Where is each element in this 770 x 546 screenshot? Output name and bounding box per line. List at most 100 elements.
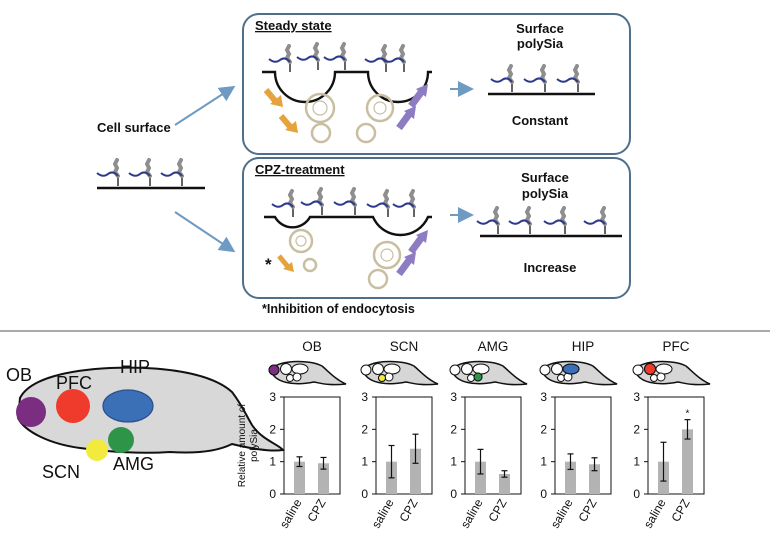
- y-tick-label: 0: [361, 487, 368, 501]
- cell-surface-group: Cell surface: [95, 85, 236, 253]
- bar-cpz: [410, 448, 421, 494]
- cpz-result-line2: polySia: [522, 186, 569, 201]
- plot-frame: [554, 396, 612, 495]
- cell-surface-label: Cell surface: [97, 120, 171, 135]
- glycan-icon: [127, 158, 152, 188]
- chart-title: PFC: [663, 339, 690, 354]
- cpz-treatment-box: [242, 157, 631, 299]
- x-tick-label: CPZ: [396, 497, 420, 525]
- mini-brain-icon: [268, 360, 347, 386]
- steady-result-line1: Surface: [516, 21, 564, 36]
- pfc-label: PFC: [56, 373, 92, 393]
- chart-title: OB: [302, 339, 322, 354]
- plot-frame: [375, 396, 433, 495]
- y-tick-label: 2: [361, 422, 368, 436]
- bar-cpz: [499, 473, 510, 494]
- ob-label: OB: [6, 365, 32, 385]
- y-tick-label: 2: [540, 422, 547, 436]
- endocytosis-arrows: [263, 88, 298, 133]
- y-tick-label: 0: [450, 487, 457, 501]
- y-tick-label: 3: [540, 390, 547, 404]
- x-tick-label: CPZ: [668, 497, 692, 525]
- y-tick-label: 2: [450, 422, 457, 436]
- cpz-membrane: [264, 215, 432, 237]
- mini-brain-icon: [449, 360, 528, 386]
- bar-cpz: [589, 464, 600, 494]
- cpz-result-line1: Surface: [521, 170, 569, 185]
- x-tick-label: saline: [369, 496, 397, 530]
- y-axis-label-line: Relative amount of: [237, 404, 248, 488]
- recycling-arrows: [396, 84, 428, 131]
- significance-mark: *: [686, 409, 690, 420]
- plot-frame: [464, 396, 522, 495]
- pfc-region: [56, 389, 90, 423]
- mini-brain-icon: [539, 360, 618, 386]
- y-tick-label: 3: [633, 390, 640, 404]
- endocytic-vesicles: [288, 228, 402, 290]
- steady-state-box: [242, 13, 631, 155]
- scn-region: [86, 439, 108, 461]
- x-tick-label: saline: [641, 496, 669, 530]
- inhibition-note: *Inhibition of endocytosis: [262, 302, 415, 316]
- y-tick-label: 3: [361, 390, 368, 404]
- y-tick-label: 1: [361, 455, 368, 469]
- arrow-to-cpz-treatment: [174, 211, 236, 253]
- chart-title: AMG: [478, 339, 509, 354]
- y-tick-label: 2: [633, 422, 640, 436]
- x-tick-label: CPZ: [304, 497, 328, 525]
- y-tick-label: 1: [540, 455, 547, 469]
- hip-label: HIP: [120, 357, 150, 377]
- mini-brain-icon: [360, 360, 439, 386]
- x-tick-label: CPZ: [485, 497, 509, 525]
- plot-frame: [647, 396, 705, 495]
- arrow-to-steady-state: [174, 85, 236, 126]
- chart-title: HIP: [572, 339, 595, 354]
- region-marker: [378, 374, 386, 382]
- bar-cpz: [682, 429, 693, 494]
- inhibition-star: *: [265, 255, 272, 274]
- region-marker: [644, 363, 656, 375]
- steady-state-title: Steady state: [255, 18, 332, 33]
- x-tick-label: saline: [548, 496, 576, 530]
- region-marker: [562, 363, 580, 375]
- y-tick-label: 0: [540, 487, 547, 501]
- y-tick-label: 0: [269, 487, 276, 501]
- y-tick-label: 1: [269, 455, 276, 469]
- plot-frame: [283, 396, 341, 495]
- bar-saline: [475, 461, 486, 494]
- region-marker: [268, 364, 280, 376]
- scn-label: SCN: [42, 462, 80, 482]
- amg-region: [108, 427, 134, 453]
- mini-brain-icon: [632, 360, 711, 386]
- bar-saline: [294, 461, 305, 494]
- cpz-result-state: Increase: [524, 260, 577, 275]
- cpz-treatment-panel: CPZ-treatment * Surface polySia Increase: [242, 157, 631, 299]
- y-tick-label: 1: [633, 455, 640, 469]
- hip-region: [102, 389, 154, 423]
- y-tick-label: 1: [450, 455, 457, 469]
- steady-result-line2: polySia: [517, 36, 564, 51]
- chart-title: SCN: [390, 339, 419, 354]
- x-tick-label: CPZ: [575, 497, 599, 525]
- steady-result-state: Constant: [512, 113, 569, 128]
- region-marker: [473, 372, 483, 382]
- y-tick-label: 2: [269, 422, 276, 436]
- y-tick-label: 3: [450, 390, 457, 404]
- bar-saline: [565, 461, 576, 494]
- glycan-icon: [95, 158, 120, 188]
- bar-cpz: [318, 463, 329, 494]
- amg-label: AMG: [113, 454, 154, 474]
- recycling-arrows: [396, 230, 428, 277]
- y-tick-label: 3: [269, 390, 276, 404]
- steady-state-panel: Steady state Surface polySia Constant: [242, 13, 631, 155]
- glycan-icon: [159, 158, 184, 188]
- y-axis-label: Relative amount ofpolySia: [237, 404, 260, 488]
- x-tick-label: saline: [458, 496, 486, 530]
